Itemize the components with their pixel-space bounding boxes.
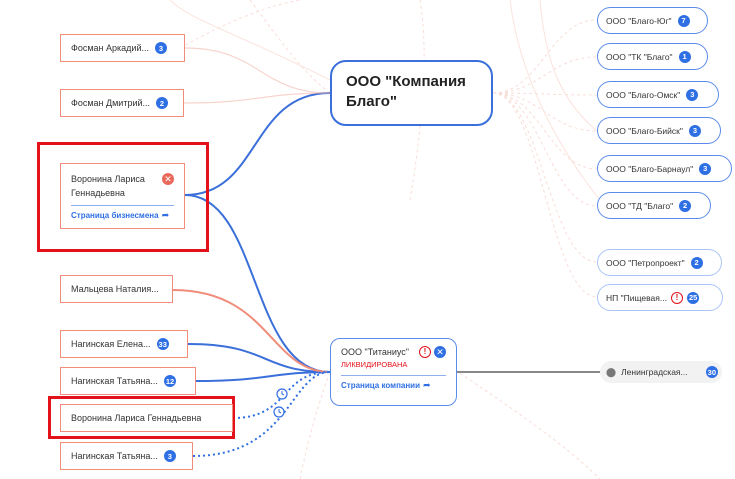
close-icon[interactable]: ✕ [162, 173, 174, 185]
company-page-link[interactable]: Страница компании [341, 381, 421, 390]
person-node[interactable]: Мальцева Наталия... [60, 275, 173, 303]
person-name: Нагинская Елена... [71, 339, 151, 349]
person-name: Воронина Лариса Геннадьевна [71, 413, 202, 423]
company-name: ООО "ТК "Благо" [606, 51, 673, 62]
connections-count-badge[interactable]: 3 [688, 124, 701, 137]
status-badge: ЛИКВИДИРОВАНА [341, 360, 408, 369]
company-name-line2: Благо" [346, 93, 397, 110]
company-node[interactable]: ООО "ТК "Благо" 1 [597, 43, 708, 70]
person-node[interactable]: Воронина Лариса Геннадьевна [60, 404, 233, 432]
company-name: НП "Пищевая... [606, 292, 667, 303]
share-arrow-icon: ➦ [423, 380, 431, 390]
company-name: ООО "Благо-Омск" [606, 89, 681, 100]
warning-icon: ! [670, 291, 683, 304]
selection-highlight [37, 142, 209, 252]
connections-count-badge[interactable]: 1 [678, 50, 691, 63]
company-name: ООО "Благо-Барнаул" [606, 163, 694, 174]
person-name-line2: Геннадьевна [71, 188, 125, 198]
connections-count-badge[interactable]: 2 [156, 97, 169, 109]
connections-count-badge[interactable]: 2 [679, 199, 692, 212]
company-name: ООО "Петропроект" [606, 257, 685, 268]
person-name: Мальцева Наталия... [71, 284, 159, 294]
connections-count-badge[interactable]: 3 [699, 162, 712, 175]
connections-count-badge[interactable]: 33 [156, 338, 169, 350]
person-name: Фосман Дмитрий... [71, 98, 151, 108]
company-name: ООО "Благо-Юг" [606, 15, 672, 26]
company-node[interactable]: ООО "ТД "Благо" 2 [597, 192, 711, 219]
share-arrow-icon: ➦ [161, 210, 170, 220]
person-name: Нагинская Татьяна... [71, 376, 158, 386]
main-company-node[interactable]: ООО "Компания Благо" [330, 60, 493, 126]
connections-count-badge[interactable]: 30 [705, 366, 718, 378]
company-node[interactable]: ООО "Петропроект" 2 [597, 249, 722, 276]
person-node[interactable]: Нагинская Елена... 33 [60, 330, 188, 358]
selected-person-card[interactable]: Воронина Лариса Геннадьевна ✕ Страница б… [60, 163, 185, 229]
person-name: Нагинская Татьяна... [71, 451, 158, 461]
person-node[interactable]: Нагинская Татьяна... 12 [60, 367, 196, 395]
warning-icon: ! [419, 346, 431, 358]
close-icon[interactable]: ✕ [434, 346, 446, 358]
connections-count-badge[interactable]: 12 [163, 375, 177, 387]
company-node[interactable]: ООО "Благо-Омск" 3 [597, 81, 719, 108]
location-pin-icon: ⬤ [606, 366, 617, 377]
company-node[interactable]: ООО "Благо-Бийск" 3 [597, 117, 721, 144]
company-node[interactable]: ООО "Благо-Юг" 7 [597, 7, 708, 34]
person-name: Фосман Аркадий... [71, 43, 149, 53]
company-node[interactable]: ООО "Благо-Барнаул" 3 [597, 155, 732, 182]
person-node[interactable]: Нагинская Татьяна... 3 [60, 442, 193, 470]
company-name-line1: ООО "Компания [346, 73, 466, 90]
company-name: ООО "Благо-Бийск" [606, 125, 683, 136]
connections-count-badge[interactable]: 3 [163, 450, 176, 462]
company-name: ООО "ТД "Благо" [606, 200, 674, 211]
company-name: ООО "Титаниус" [341, 347, 409, 357]
connections-count-badge[interactable]: 25 [686, 291, 700, 304]
person-node[interactable]: Фосман Дмитрий... 2 [60, 89, 184, 117]
address-label: Ленинградская... [621, 367, 688, 377]
person-name-line1: Воронина Лариса [71, 174, 145, 184]
connections-count-badge[interactable]: 3 [154, 42, 167, 54]
selection-highlight [48, 396, 235, 439]
connections-count-badge[interactable]: 3 [686, 88, 699, 101]
address-node[interactable]: ⬤ Ленинградская... 30 [600, 361, 722, 383]
person-node[interactable]: Фосман Аркадий... 3 [60, 34, 185, 62]
businessman-page-link[interactable]: Страница бизнесмена [71, 211, 159, 220]
titanius-company-card[interactable]: ООО "Титаниус" ! ✕ ЛИКВИДИРОВАНА Страниц… [330, 338, 457, 406]
connections-count-badge[interactable]: 2 [690, 256, 703, 269]
company-node[interactable]: НП "Пищевая... ! 25 [597, 284, 723, 311]
connections-count-badge[interactable]: 7 [677, 14, 690, 27]
